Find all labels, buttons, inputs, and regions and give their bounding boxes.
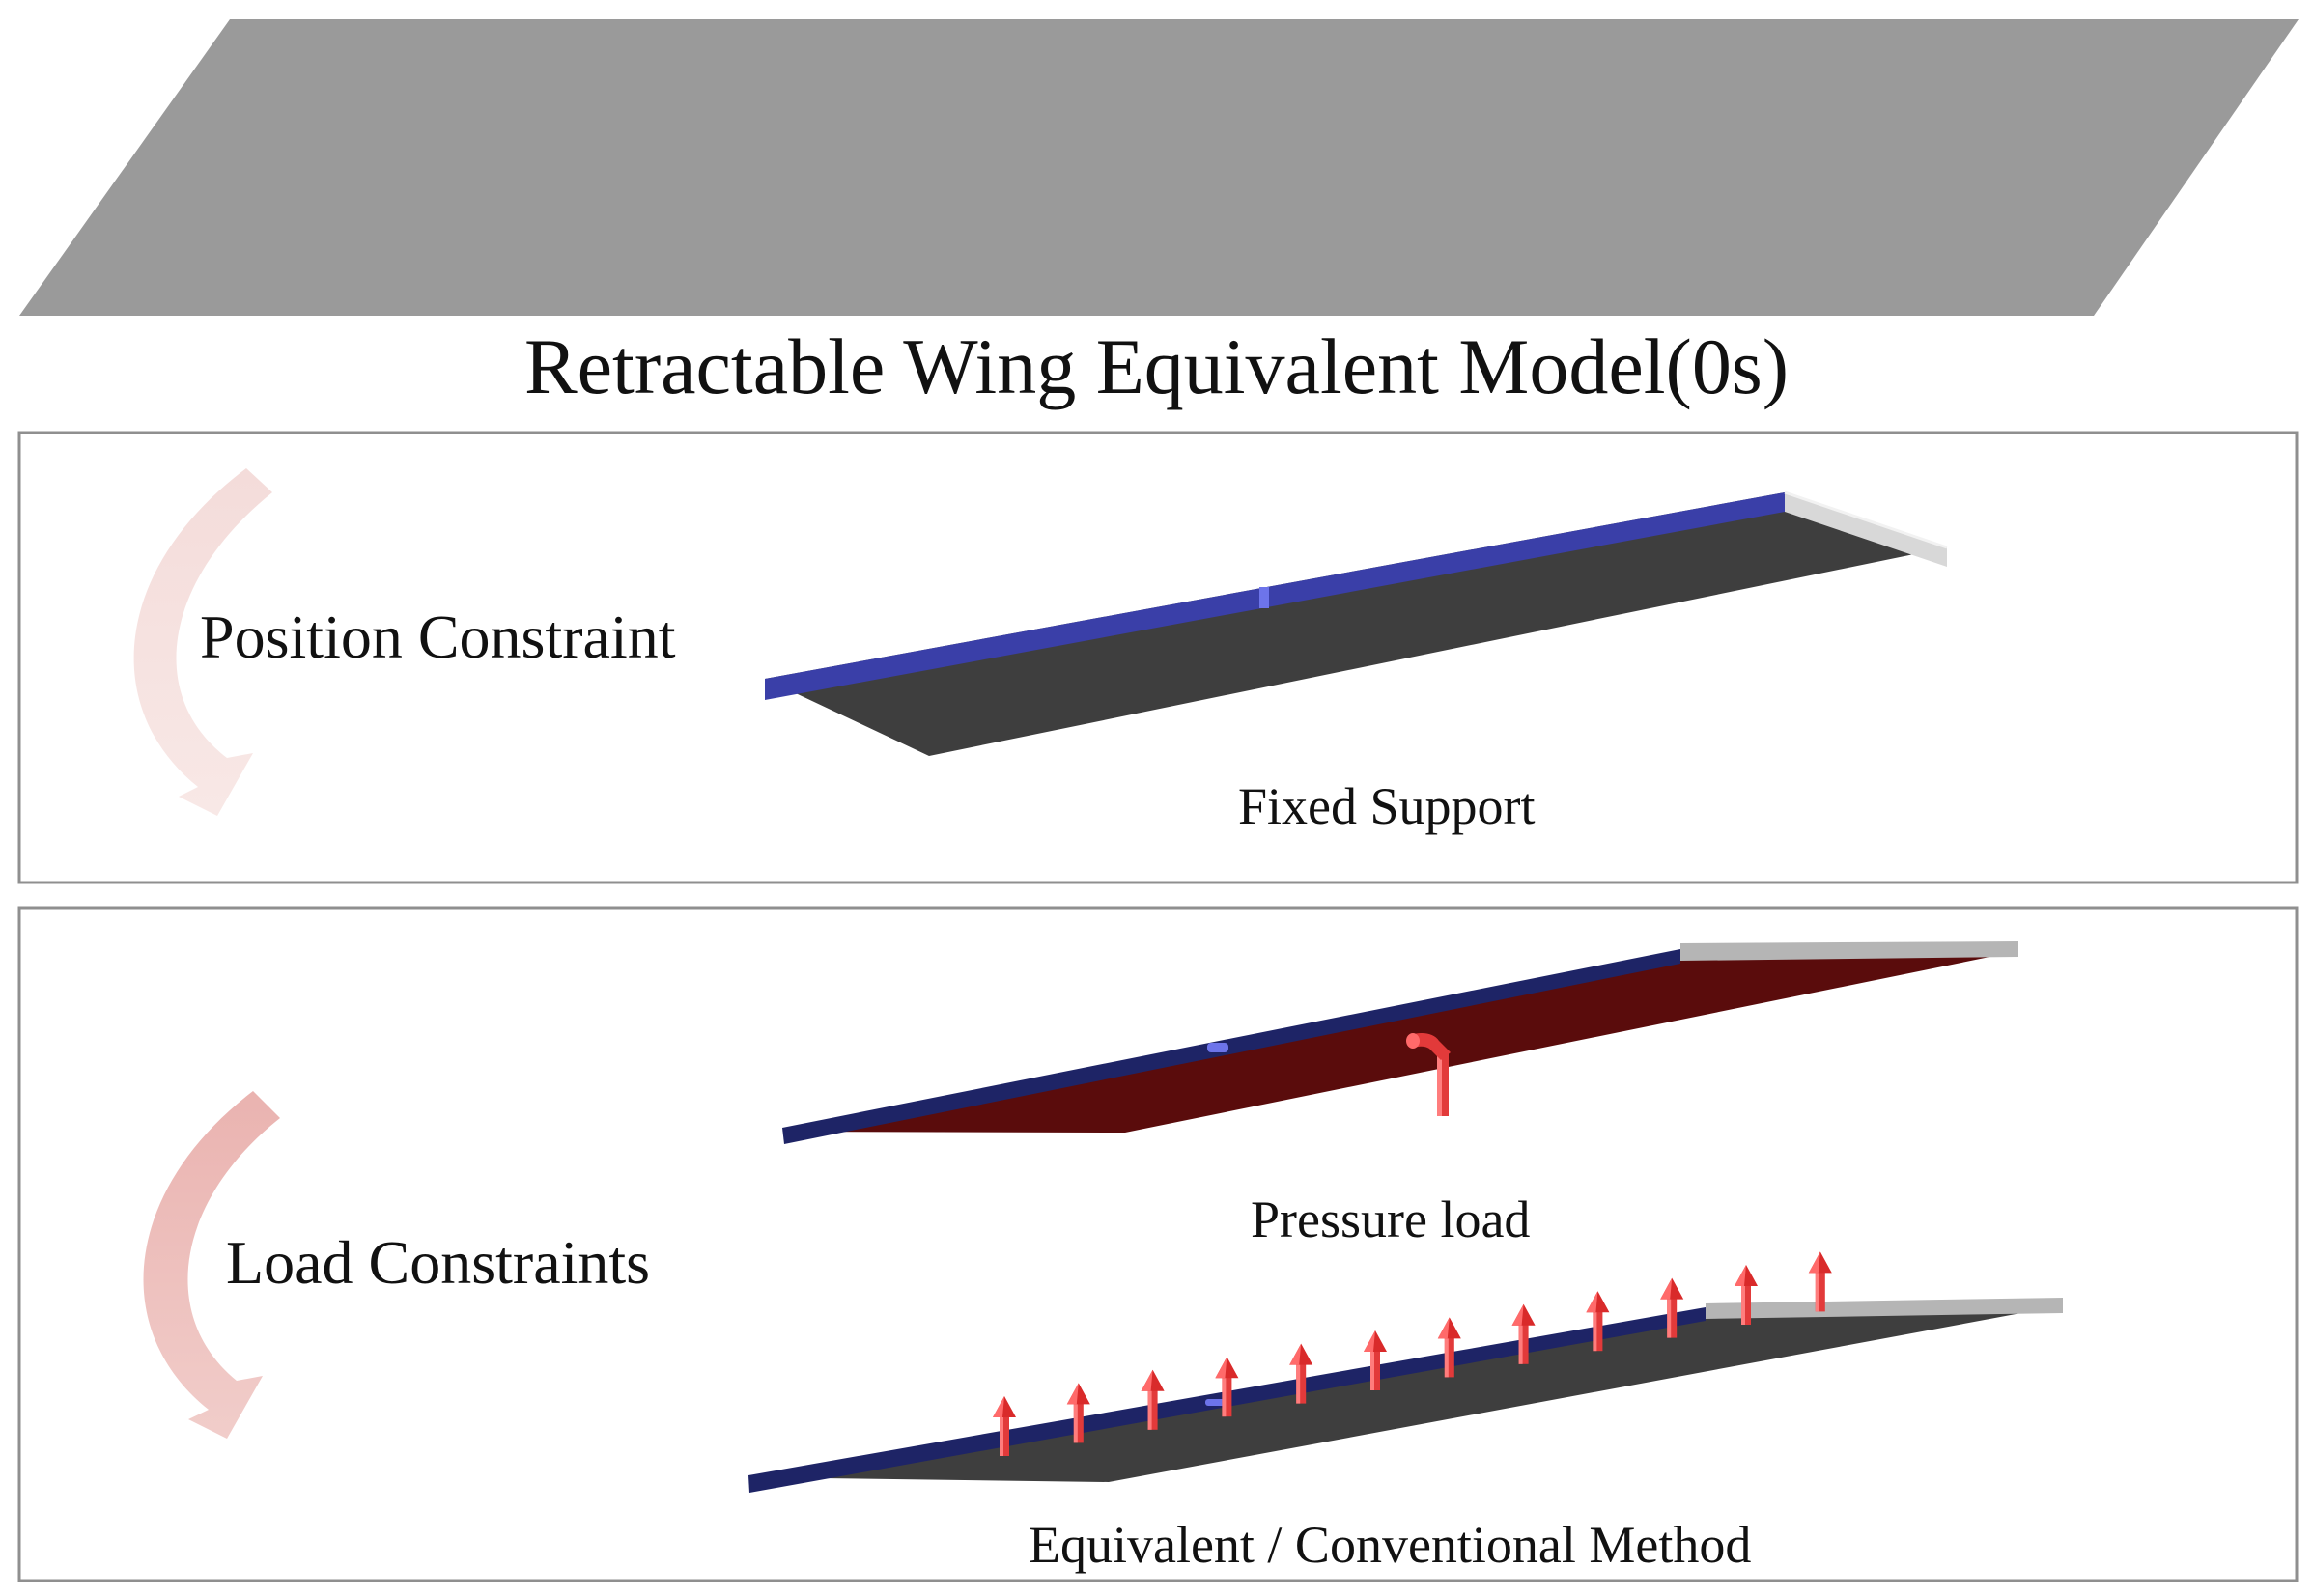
pressure-load-plate: [782, 941, 2018, 1144]
load-constraints-panel: [17, 906, 2299, 1582]
fixed-support-plate: [765, 490, 1948, 756]
fixed-support-caption: Fixed Support: [1238, 777, 1536, 835]
load-curved-arrow: [143, 1091, 280, 1439]
equivalent-marker-icon: [1205, 1399, 1227, 1406]
position-constraint-label: Position Constraint: [200, 602, 676, 671]
pressure-marker-icon: [1207, 1043, 1228, 1052]
wing-planform: [19, 19, 2299, 316]
position-curved-arrow: [133, 468, 272, 816]
pressure-load-arrow-icon: [1406, 1033, 1451, 1116]
diagram-title: Retractable Wing Equivalent Model(0s): [523, 322, 1790, 410]
position-constraint-panel: [17, 431, 2299, 884]
pressure-load-caption: Pressure load: [1251, 1190, 1531, 1248]
fixed-support-marker-icon: [1259, 587, 1269, 608]
load-constraints-label: Load Constraints: [226, 1228, 651, 1297]
equivalent-method-caption: Equivalent / Conventional Method: [1029, 1516, 1752, 1574]
equivalent-method-plate: [748, 1251, 2063, 1493]
